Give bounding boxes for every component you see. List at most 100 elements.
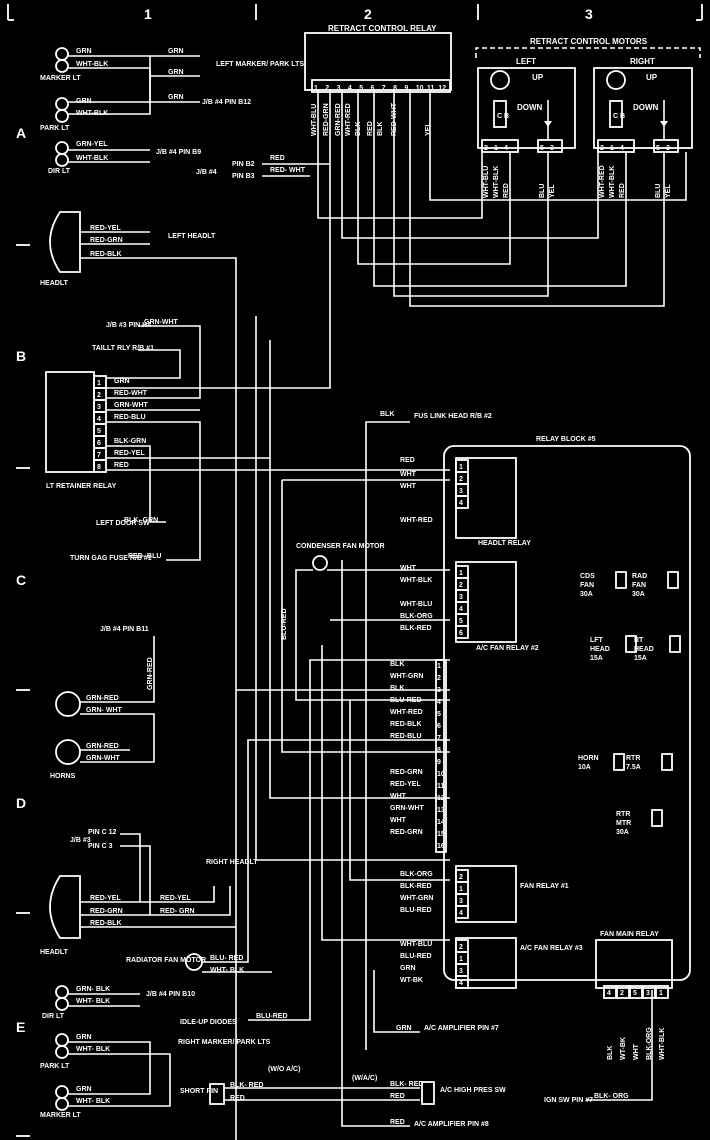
wire-label: GRN xyxy=(168,94,184,101)
relay-wire-label: WHT-RED xyxy=(345,103,352,136)
left-down-label: DOWN xyxy=(517,103,543,112)
marker-lt-bulb-icon xyxy=(55,47,69,61)
relay-wire-label: GRN-RED xyxy=(335,103,342,136)
right-motor-wire: BLU xyxy=(655,184,662,198)
relay-wire-label: RED-GRN xyxy=(323,103,330,136)
fanmain-pin-box xyxy=(603,985,617,999)
ac-amp8-label: A/C AMPLIFIER PIN #8 xyxy=(414,1121,489,1128)
left-motor-wire: YEL xyxy=(549,184,556,198)
retract-control-motors: RETRACT CONTROL MOTORS LEFT RIGHT UP DOW… xyxy=(475,37,701,198)
marker-lt-bottom-icon xyxy=(55,1085,69,1099)
wire-label: BLU-RED xyxy=(281,609,288,641)
headlt-relay-box xyxy=(455,457,517,539)
conn-wire-label: BLK xyxy=(390,685,404,692)
retainer-pin-7: 7 xyxy=(97,452,101,459)
wire-label: RED-GRN xyxy=(90,908,123,915)
conn-pin-9: 9 xyxy=(437,759,441,766)
acfan2-pin-3: 3 xyxy=(459,594,463,601)
acfan2-wire-label: WHT xyxy=(400,565,417,572)
acfan2-pin-2: 2 xyxy=(459,582,463,589)
wire-label: RED-WHT xyxy=(114,390,148,397)
wire-label: GRN-WHT xyxy=(144,319,179,326)
grid-markers: 1 2 3 A B C D E xyxy=(7,4,703,1137)
right-motor-pin-5: 5 xyxy=(656,145,660,152)
trunk-wires xyxy=(236,90,687,941)
wire-label: GRN xyxy=(396,1025,412,1032)
variant-label: (W/A/C) xyxy=(352,1075,377,1082)
acfan2-pin-6: 6 xyxy=(459,630,463,637)
pin-label: PIN B3 xyxy=(232,173,255,180)
jb4-b12-label: J/B #4 PIN B12 xyxy=(202,99,251,106)
conn-wire-label: RED-YEL xyxy=(390,781,421,788)
fus-link-label: FUS LINK HEAD R/B #2 xyxy=(414,413,492,420)
relay-block-5: RELAY BLOCK #5 HEADLT RELAY A/C FAN RELA… xyxy=(390,436,691,1060)
wire-label: BLK- ORG xyxy=(594,1093,629,1100)
left-front-lights: MARKER LT PARK LT DIR LT GRN WHT-BLK GRN… xyxy=(40,47,330,180)
wire-label: WHT-BLK xyxy=(76,155,108,162)
ac-amp7-label: A/C AMPLIFIER PIN #7 xyxy=(424,1025,499,1032)
left-motor-pin-3: 3 xyxy=(550,145,554,152)
conn-pin-1: 1 xyxy=(437,663,441,670)
right-motor-pin-4: 4 xyxy=(620,145,624,152)
fan1-pin-4: 4 xyxy=(459,910,463,917)
left-motor-wire: RED xyxy=(503,183,510,198)
relay-pin-6: 6 xyxy=(371,85,375,92)
bottom-components: RADIATOR FAN MOTOR BLU- RED WHT- BLK DIR… xyxy=(40,560,653,1128)
wire-label: RED-YEL xyxy=(160,895,191,902)
park-lt-bottom-label: PARK LT xyxy=(40,1063,70,1070)
col-2: 2 xyxy=(364,6,372,22)
fan1-wire-label: BLU-RED xyxy=(400,907,432,914)
relay-wire-label: YEL xyxy=(425,122,432,136)
fuse-icon xyxy=(667,571,679,589)
relay-pin-1: 1 xyxy=(314,85,318,92)
left-motor-wire: BLU xyxy=(539,184,546,198)
radiator-label: RADIATOR FAN MOTOR xyxy=(126,957,206,964)
fanmain-wire-label: BLK xyxy=(607,1046,614,1060)
headlt-pin-box xyxy=(455,495,469,509)
conn-pin-14: 14 xyxy=(437,819,445,826)
row-a: A xyxy=(16,125,26,141)
fuse-icon xyxy=(625,635,637,653)
wire-label: BLK- RED xyxy=(230,1082,263,1089)
acfan2-wire-label: BLK-RED xyxy=(400,625,432,632)
fanmain-wire-label: BLK-ORG xyxy=(646,1027,653,1060)
relay-wire-label: BLK xyxy=(377,122,384,136)
left-motor-label: LEFT xyxy=(516,57,536,66)
right-headlt-icon xyxy=(49,875,81,939)
wire-label: WHT- BLK xyxy=(210,967,244,974)
row-c: C xyxy=(16,572,26,588)
fan1-wire-label: BLK-ORG xyxy=(400,871,433,878)
wire-label: WHT- BLK xyxy=(76,998,110,1005)
fan1-wire-label: BLK-RED xyxy=(400,883,432,890)
left-headlt-icon xyxy=(49,211,81,273)
pin-label: PIN C 12 xyxy=(88,829,117,836)
fan1-pin-3: 3 xyxy=(459,898,463,905)
park-lt-bottom-icon xyxy=(55,1033,69,1047)
fuse-icon xyxy=(661,753,673,771)
wire-label: BLK xyxy=(380,411,394,418)
fanmain-pin-box xyxy=(642,985,656,999)
right-marker-label: RIGHT MARKER/ PARK LTS xyxy=(178,1039,271,1046)
dir-lt-bottom-label: DIR LT xyxy=(42,1013,65,1020)
wire-label: RED- BLU xyxy=(128,553,161,560)
headlt-pin-2: 2 xyxy=(459,476,463,483)
relay-pin-10: 10 xyxy=(416,85,424,92)
ac3-pin-3: 3 xyxy=(459,968,463,975)
left-headlight: HEADLT RED-YEL RED-GRN RED-BLK LEFT HEAD… xyxy=(40,211,237,1140)
fanmain-pin-box xyxy=(616,985,630,999)
retainer-pin-5: 5 xyxy=(97,428,101,435)
wire-label: WHT- BLK xyxy=(76,1046,110,1053)
conn-pin-13: 13 xyxy=(437,807,445,814)
fanmain-wire-label: WHT-BLK xyxy=(659,1028,666,1060)
right-motor-pin-3: 3 xyxy=(666,145,670,152)
idle-up-label: IDLE-UP DIODES xyxy=(180,1019,237,1026)
headlt-relay-label: HEADLT RELAY xyxy=(478,540,531,547)
ac-fan3-label: A/C FAN RELAY #3 xyxy=(520,945,583,952)
